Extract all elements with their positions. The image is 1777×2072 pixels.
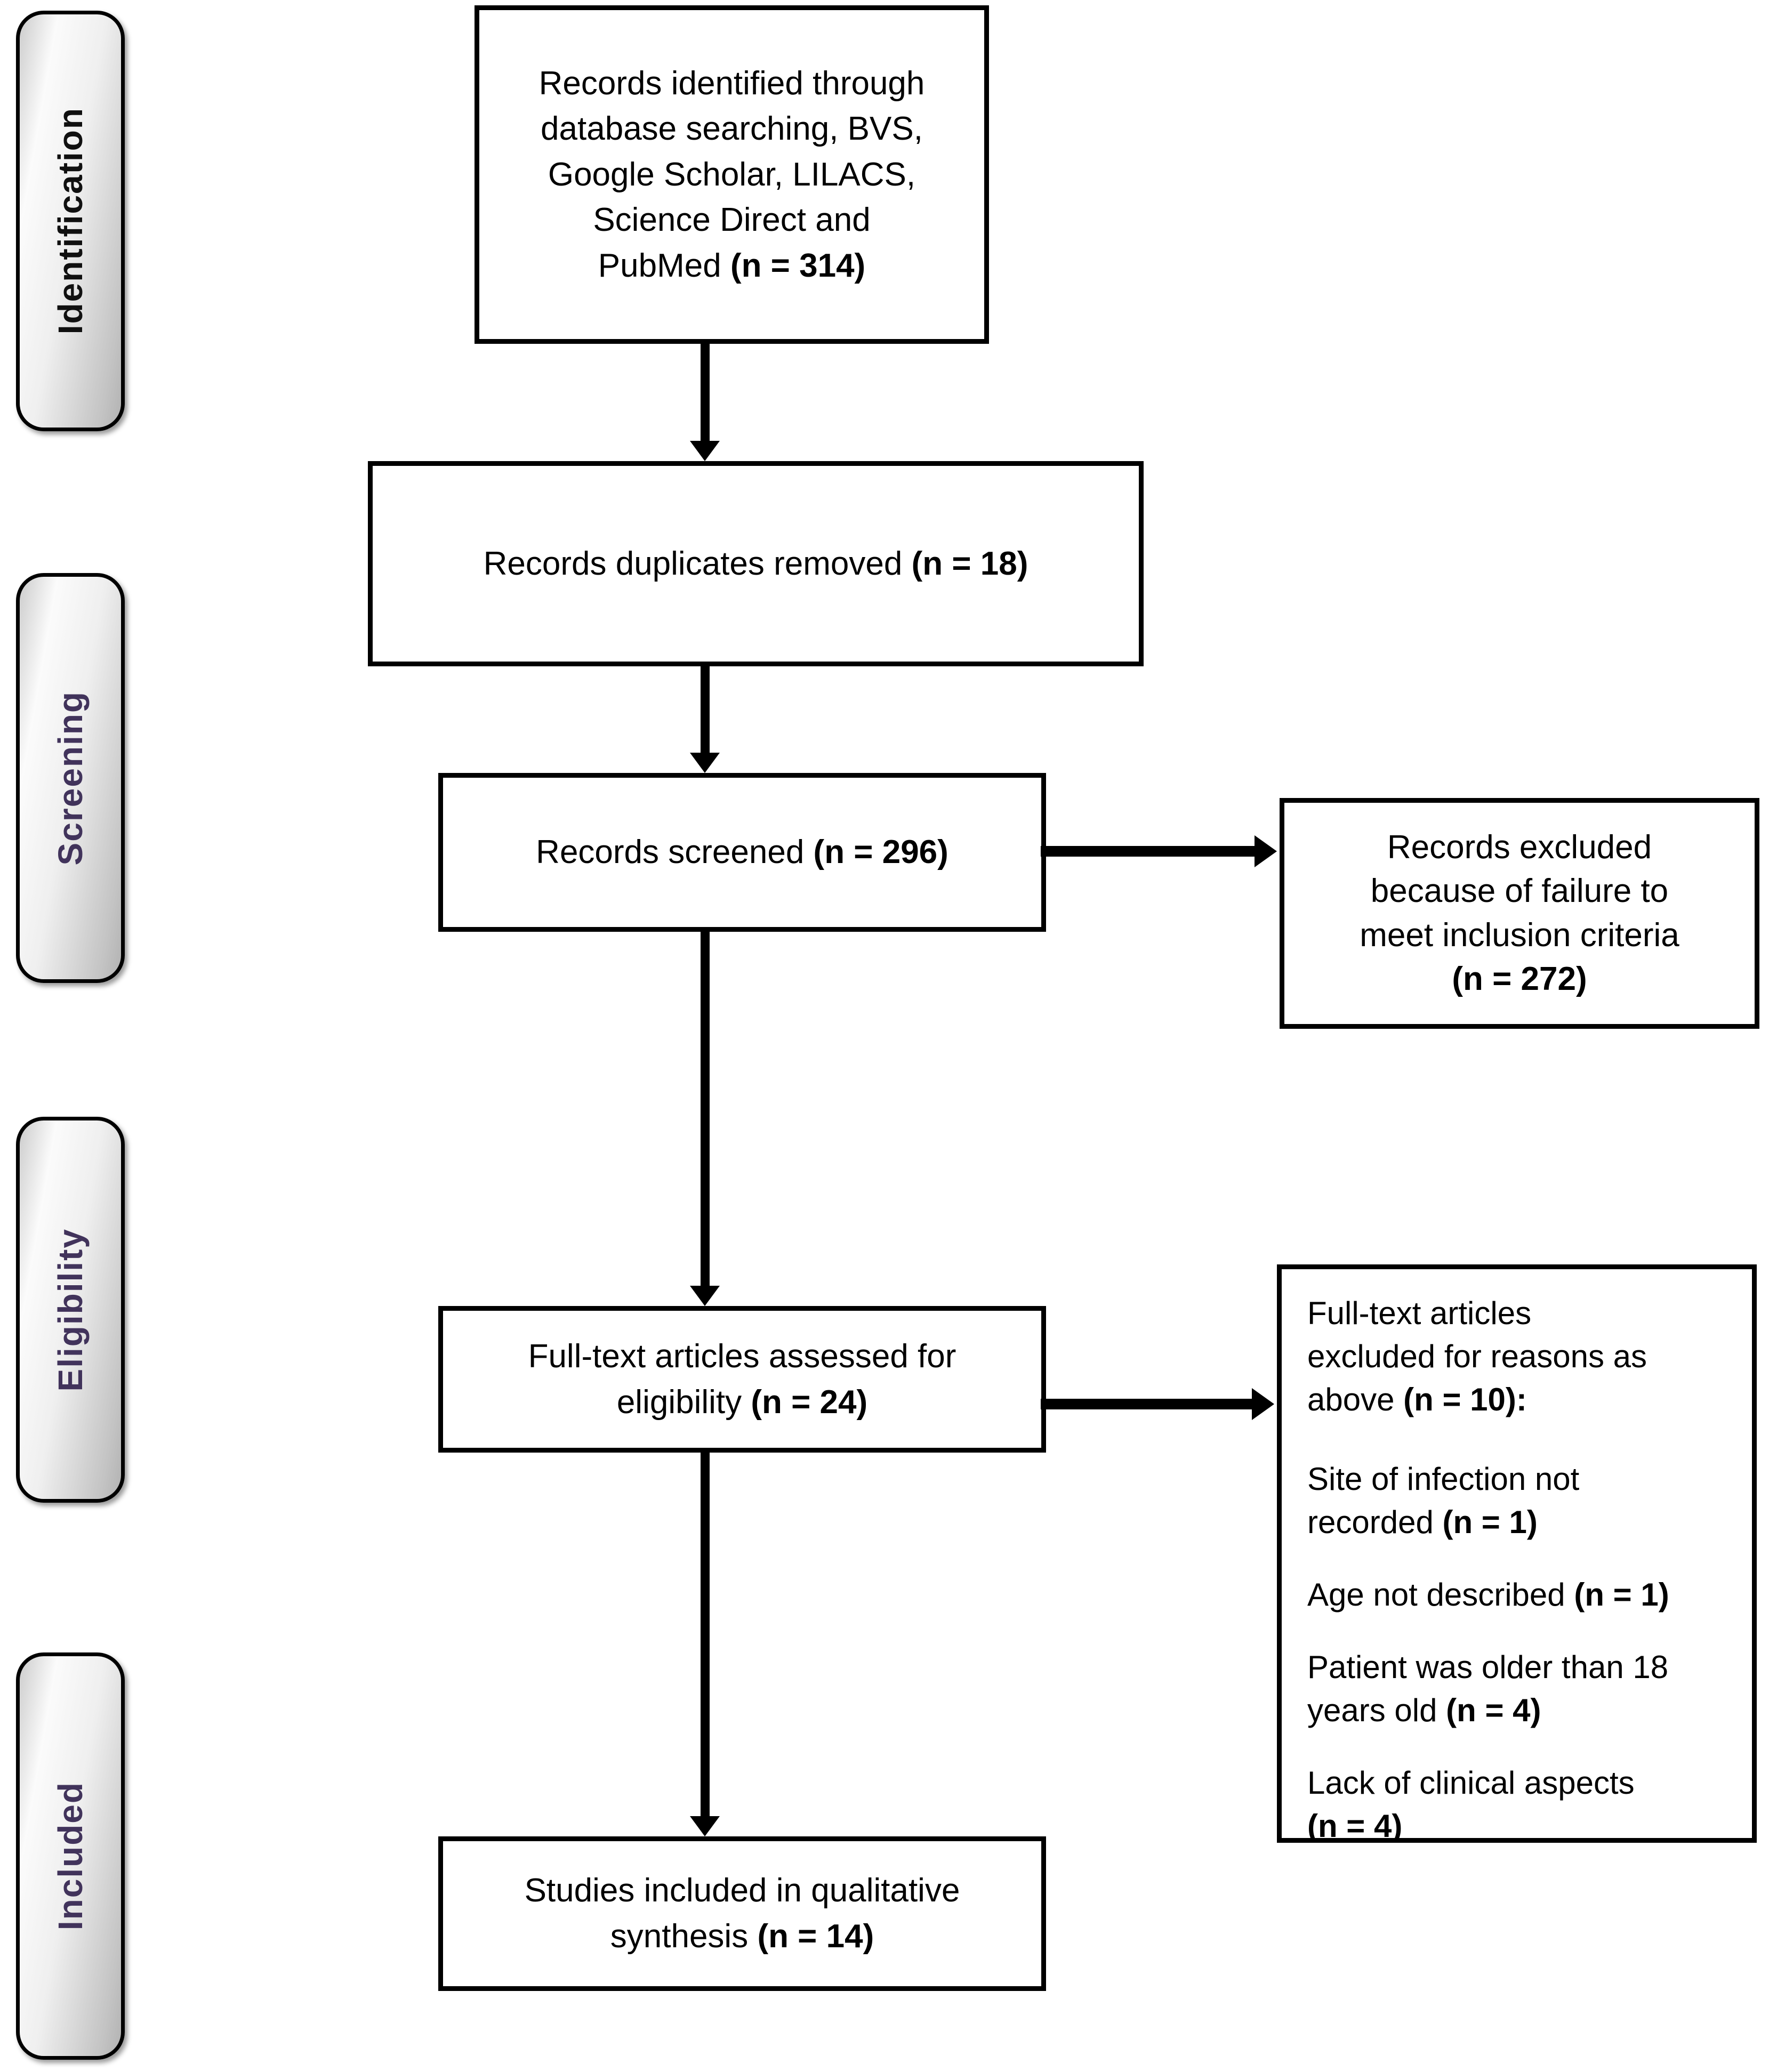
box-text: Full-text articles assessed for eligibil…	[528, 1337, 956, 1421]
arrow-screened-to-fulltext	[690, 932, 720, 1306]
exclusion-reason: Site of infection not recorded (n = 1)	[1307, 1461, 1580, 1540]
box-text: Records screened (n = 296)	[536, 834, 948, 871]
arrow-shaft	[1041, 846, 1255, 857]
arrow-duplicates-to-screened	[690, 666, 720, 773]
records-count: (n = 24)	[751, 1383, 868, 1421]
records-count: (n = 272)	[1452, 960, 1587, 997]
exclusion-reason: Age not described (n = 1)	[1307, 1577, 1669, 1613]
records-count: (n = 1)	[1574, 1577, 1669, 1613]
stage-label-text: Included	[51, 1781, 90, 1931]
records-count: (n = 18)	[911, 545, 1028, 582]
box-text: Records excluded because of failure to m…	[1360, 828, 1679, 997]
box-studies-included: Studies included in qualitative synthesi…	[438, 1836, 1046, 1991]
arrow-shaft	[1041, 1399, 1252, 1409]
exclusion-reason: Lack of clinical aspects (n = 4)	[1307, 1765, 1635, 1843]
stage-label-text: Eligibility	[51, 1228, 90, 1392]
stage-label-text: Screening	[51, 690, 90, 866]
box-text: Records identified through database sear…	[538, 65, 925, 284]
exclusion-reason: Patient was older than 18 years old (n =…	[1307, 1649, 1669, 1728]
arrow-shaft	[700, 666, 710, 753]
box-fulltext-excluded-reasons: Full-text articles excluded for reasons …	[1277, 1264, 1757, 1843]
records-count: (n = 314)	[730, 247, 866, 284]
arrow-right-head-icon	[1255, 835, 1277, 867]
stage-label-eligibility: Eligibility	[16, 1117, 125, 1503]
box-fulltext-assessed: Full-text articles assessed for eligibil…	[438, 1306, 1046, 1453]
arrow-down-head-icon	[690, 753, 720, 773]
box-text: Records duplicates removed (n = 18)	[483, 545, 1028, 582]
box-records-excluded: Records excluded because of failure to m…	[1280, 798, 1759, 1029]
arrow-shaft	[700, 932, 710, 1286]
box-text: Studies included in qualitative synthesi…	[524, 1872, 960, 1955]
arrow-shaft	[700, 1453, 710, 1816]
stage-label-screening: Screening	[16, 573, 125, 983]
records-count: (n = 1)	[1442, 1504, 1538, 1540]
records-count: (n = 14)	[757, 1918, 874, 1955]
arrow-right-head-icon	[1252, 1388, 1274, 1420]
stage-label-identification: Identification	[16, 11, 125, 431]
stage-label-included: Included	[16, 1652, 125, 2060]
arrow-identified-to-duplicates	[690, 344, 720, 461]
records-count: (n = 4)	[1307, 1808, 1403, 1843]
records-count: (n = 296)	[813, 834, 948, 871]
arrow-fulltext-to-excluded	[1041, 1388, 1274, 1420]
arrow-down-head-icon	[690, 441, 720, 461]
records-count: (n = 10):	[1403, 1382, 1527, 1417]
arrow-down-head-icon	[690, 1816, 720, 1836]
box-records-identified: Records identified through database sear…	[475, 5, 989, 344]
stage-label-text: Identification	[51, 107, 90, 335]
exclusion-header: Full-text articles excluded for reasons …	[1307, 1295, 1647, 1417]
box-records-screened: Records screened (n = 296)	[438, 773, 1046, 932]
box-duplicates-removed: Records duplicates removed (n = 18)	[368, 461, 1144, 666]
arrow-down-head-icon	[690, 1286, 720, 1306]
arrow-shaft	[700, 344, 710, 441]
arrow-fulltext-to-included	[690, 1453, 720, 1836]
records-count: (n = 4)	[1446, 1692, 1541, 1728]
arrow-screened-to-excluded	[1041, 835, 1277, 867]
